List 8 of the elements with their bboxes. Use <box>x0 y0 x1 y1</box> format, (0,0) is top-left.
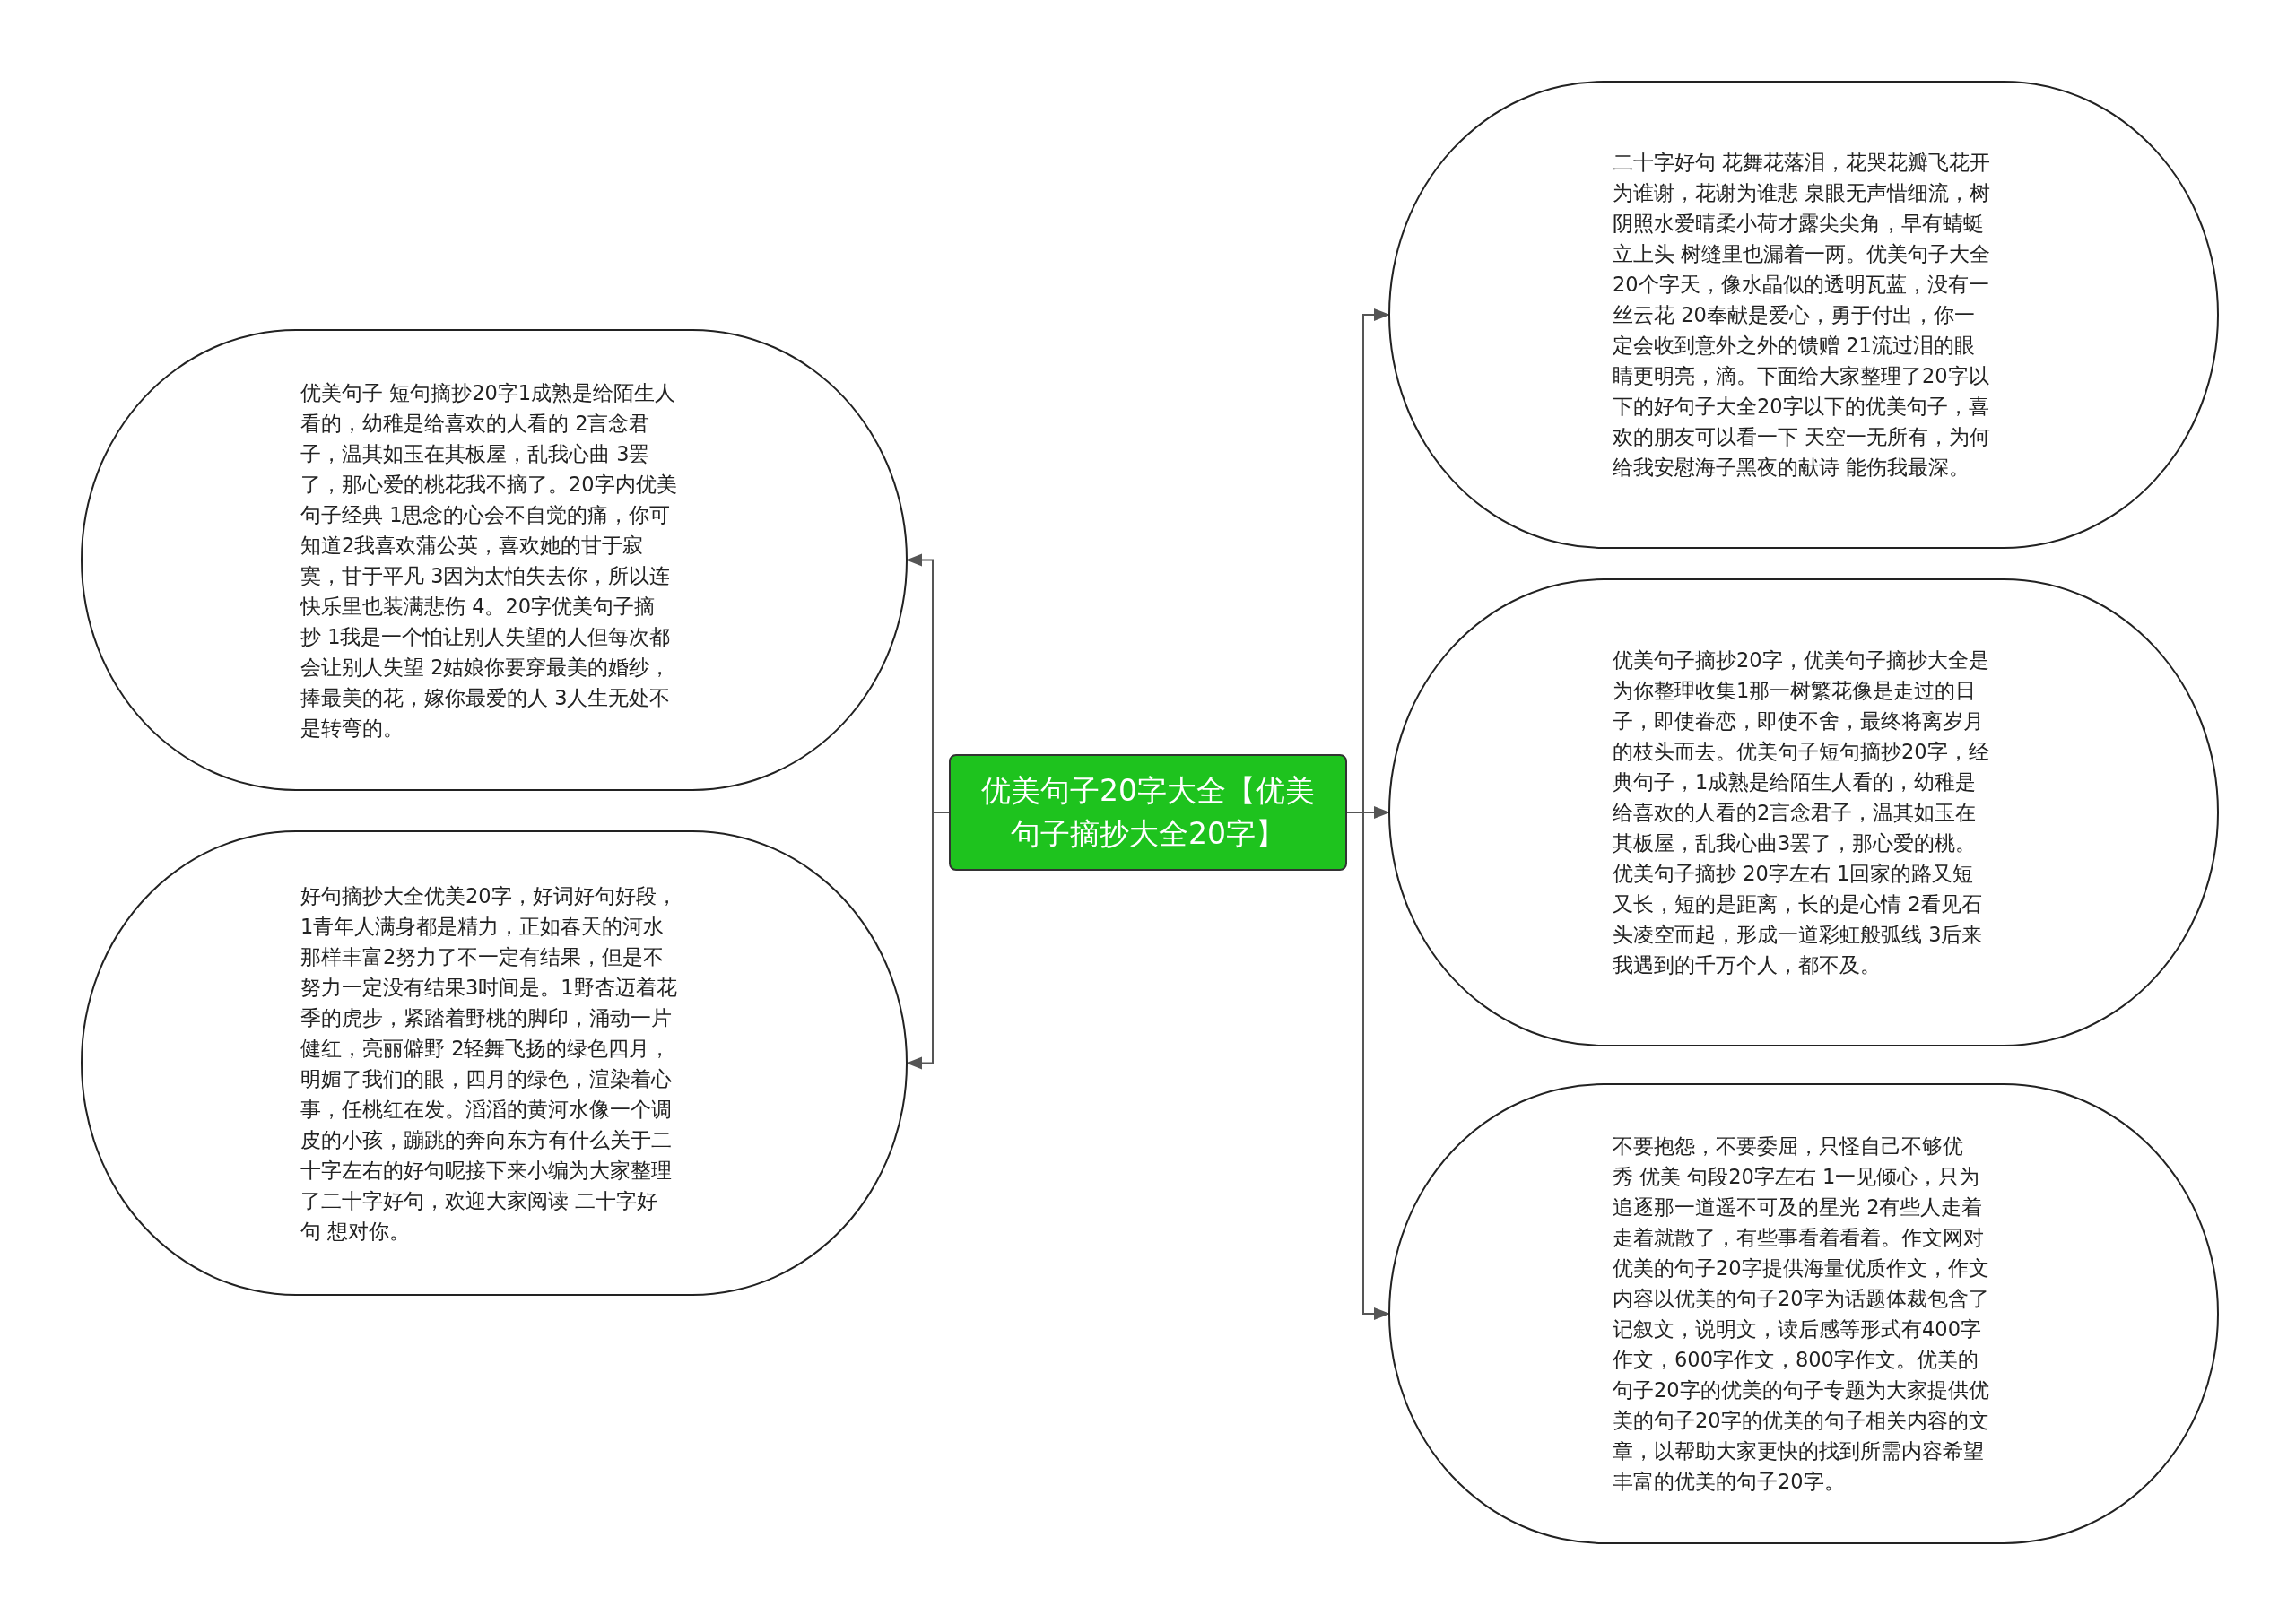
paragraph-text: 优美句子摘抄20字，优美句子摘抄大全是为你整理收集1那一树繁花像是走过的日子，即使眷恋，即使不舍，最终将离岁月的枝头而去。优美句子短句摘抄20字，经典句子，1成熟是给陌生人看的，幼稚是给喜欢的人看的2言念君子，温其如玉在其板屋，乱我心曲3罢了，那心爱的桃。优美句子摘抄 20字左右 1回家的路又短又长，短的是距离，长的是心情 2看见石头凌空而起，形成一道彩虹般弧线 3后来我遇到的千万个人，都不及。 <box>1613 647 1990 978</box>
topic-title: 优美句子20字大全【优美句子摘抄大全20字】 <box>980 772 1316 853</box>
paragraph-text: 二十字好句 花舞花落泪，花哭花瓣飞花开为谁谢，花谢为谁悲 泉眼无声惜细流，树阴照水爱晴柔小荷才露尖尖角，早有蜻蜓立上头 树缝里也漏着一两。优美句子大全20个字天，像水晶似的透明瓦蓝，没有一丝云花 20奉献是爱心，勇于付出，你一定会收到意外之外的馈赠 21流过泪的眼睛更明亮，滴。下面给大家整理了20字以下的好句子大全20字以下的优美句子，喜欢的朋友可以看一下 天空一无所有，为何给我安慰海子黑夜的献诗 能伤我最深。 <box>1613 150 1992 481</box>
topic-box <box>949 754 1347 871</box>
paragraph-text: 好句摘抄大全优美20字，好词好句好段，1青年人满身都是精力，正如春天的河水那样丰富2努力了不一定有结果，但是不努力一定没有结果3时间是。1野杏迈着花季的虎步，紧踏着野桃的脚印，涌动一片健红，亮丽僻野 2轻舞飞扬的绿色四月，明媚了我们的眼，四月的绿色，渲染着心事，任桃红在发。滔滔的黄河水像一个调皮的小孩，蹦跳的奔向东方有什么关于二十字左右的好句呢接下来小编为大家整理了二十字好句，欢迎大家阅读 二十字好句 想对你。 <box>300 882 678 1245</box>
paragraph-text: 不要抱怨，不要委屈，只怪自己不够优秀 优美 句段20字左右 1一见倾心，只为追逐那一道遥不可及的星光 2有些人走着走着就散了，有些事看着看着。作文网对优美的句子20字提供海量优质作文，作文内容以优美的句子20字为话题体裁包含了记叙文，说明文，读后感等形式有400字作文，600字作文，800字作文。优美的句子20字的优美的句子专题为大家提供优美的句子20字的优美的句子相关内容的文章，以帮助大家更快的找到所需内容希望丰富的优美的句子20字。 <box>1613 1133 1990 1495</box>
connector-arrow <box>906 812 950 1070</box>
paragraph-text: 优美句子 短句摘抄20字1成熟是给陌生人看的，幼稚是给喜欢的人看的 2言念君子，温其如玉在其板屋，乱我心曲 3罢了，那心爱的桃花我不摘了。20字内优美句子经典 1思念的心会不自觉的痛，你可知道2我喜欢蒲公英，喜欢她的甘于寂寞，甘于平凡 3因为太怕失去你，所以连快乐里也装满悲伤 4。20字优美句子摘抄 1我是一个怕让别人失望的人但每次都会让别人失望 2姑娘你要穿最美的婚纱，捧最美的花，嫁你最爱的人 3人生无处不是转弯的。 <box>300 379 678 742</box>
